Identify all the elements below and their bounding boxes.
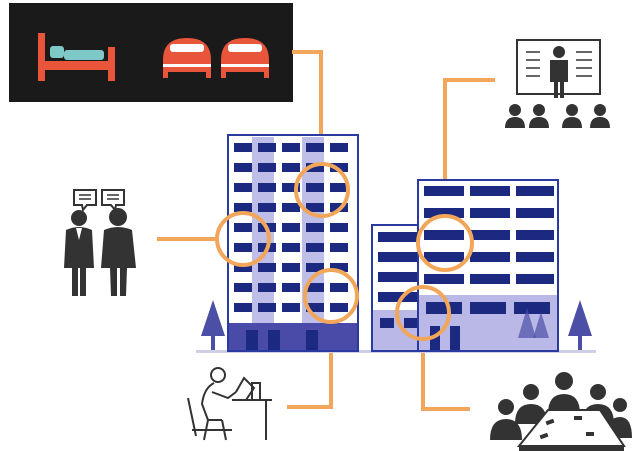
twin-bed-icon-left [163, 38, 211, 78]
connector-lines [157, 50, 495, 411]
connector-beds [292, 50, 323, 165]
highlight-circle-meeting [395, 285, 451, 341]
highlight-circle-lobby [215, 211, 271, 267]
hotel-beds-panel [9, 3, 293, 102]
highlight-circles [215, 162, 474, 341]
two-people-talking-icon [64, 189, 136, 296]
right-tower [417, 179, 559, 352]
highlight-circle-seminar [416, 214, 474, 272]
bed-icon [38, 33, 115, 81]
highlight-circle-rooms [294, 162, 350, 218]
connector-presentation [443, 78, 495, 215]
meeting-table-icon [490, 372, 632, 451]
highlight-circle-office [303, 268, 359, 324]
twin-bed-icon-right [221, 38, 269, 78]
connector-meeting [421, 330, 470, 411]
presentation-audience-icon [505, 39, 610, 128]
trees [201, 300, 592, 350]
person-at-desk-icon [187, 367, 272, 441]
